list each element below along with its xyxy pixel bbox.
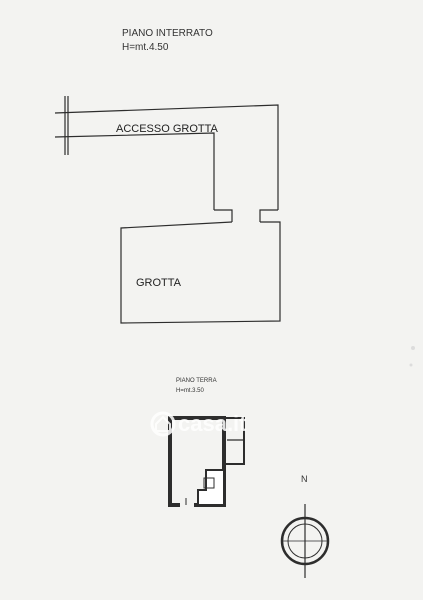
cave-room-label: GROTTA (136, 277, 182, 289)
compass-rose (280, 504, 330, 578)
ground-floor-plan (168, 416, 245, 508)
lower-floor-height: H=mt.4.50 (122, 42, 169, 53)
ground-floor-annex-wall (224, 417, 245, 465)
cave-room-wall (120, 221, 281, 324)
lower-floor-title: PIANO INTERRATO (122, 28, 213, 39)
paper-mark (409, 363, 413, 367)
doorway-right (259, 209, 278, 222)
paper-marks (409, 346, 415, 367)
ground-floor-fixture (203, 477, 215, 489)
lower-floor-plan (54, 96, 281, 324)
watermark-icon (150, 411, 176, 437)
watermark-house-icon (155, 415, 171, 432)
corridor-inner-wall (54, 132, 215, 210)
compass-north-label: N (301, 474, 308, 484)
doorway-left (214, 209, 233, 222)
corridor-label: ACCESSO GROTTA (116, 123, 219, 135)
watermark-logo: casa.it (150, 411, 247, 437)
watermark-text: casa.it (178, 411, 247, 436)
corridor-outer-wall (54, 104, 279, 210)
ground-floor-title: PIANO TERRA (176, 378, 217, 384)
ground-floor-height: H=mt.3.50 (176, 388, 205, 394)
paper-mark (411, 346, 415, 350)
